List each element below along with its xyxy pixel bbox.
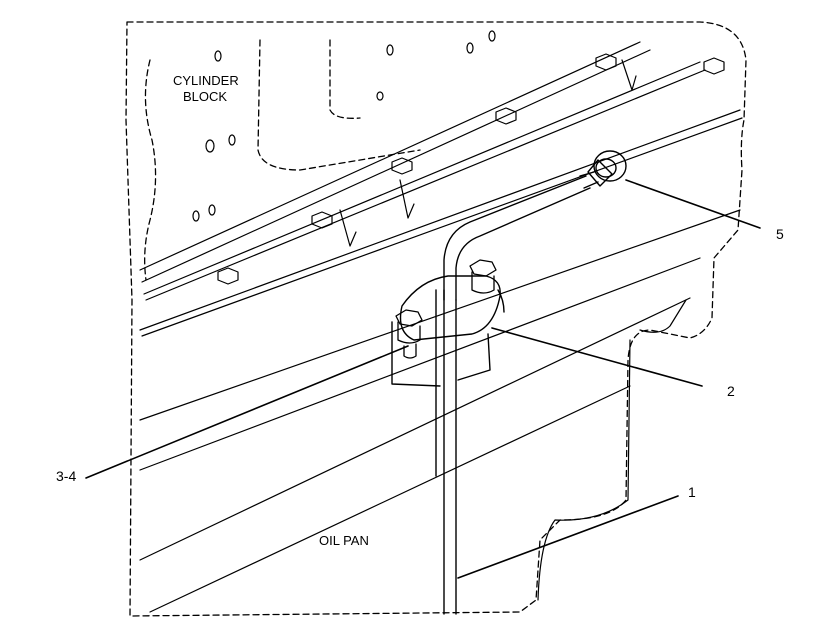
leader-lines <box>85 179 761 579</box>
oil-pan-label: OIL PAN <box>319 533 369 548</box>
callout-1: 1 <box>688 484 696 500</box>
cylinder-block-label-line1: CYLINDER <box>173 73 239 88</box>
bracket-bolts <box>395 259 497 359</box>
block-holes <box>192 30 496 222</box>
block-rails <box>139 41 743 613</box>
rail-bolts <box>217 53 725 285</box>
callout-5: 5 <box>776 226 784 242</box>
dipstick-tube <box>435 175 591 615</box>
leader-line-5 <box>625 179 761 229</box>
oil-pan-contour <box>537 299 687 601</box>
leader-line-3-4 <box>85 345 409 479</box>
rib-details <box>339 59 637 247</box>
leader-line-1 <box>457 495 679 579</box>
tube-fitting <box>579 150 627 189</box>
callout-3-4: 3-4 <box>56 468 77 484</box>
callout-2: 2 <box>727 383 735 399</box>
bracket <box>391 275 505 387</box>
cylinder-block-label-line2: BLOCK <box>183 89 228 104</box>
leader-line-2 <box>491 327 703 387</box>
